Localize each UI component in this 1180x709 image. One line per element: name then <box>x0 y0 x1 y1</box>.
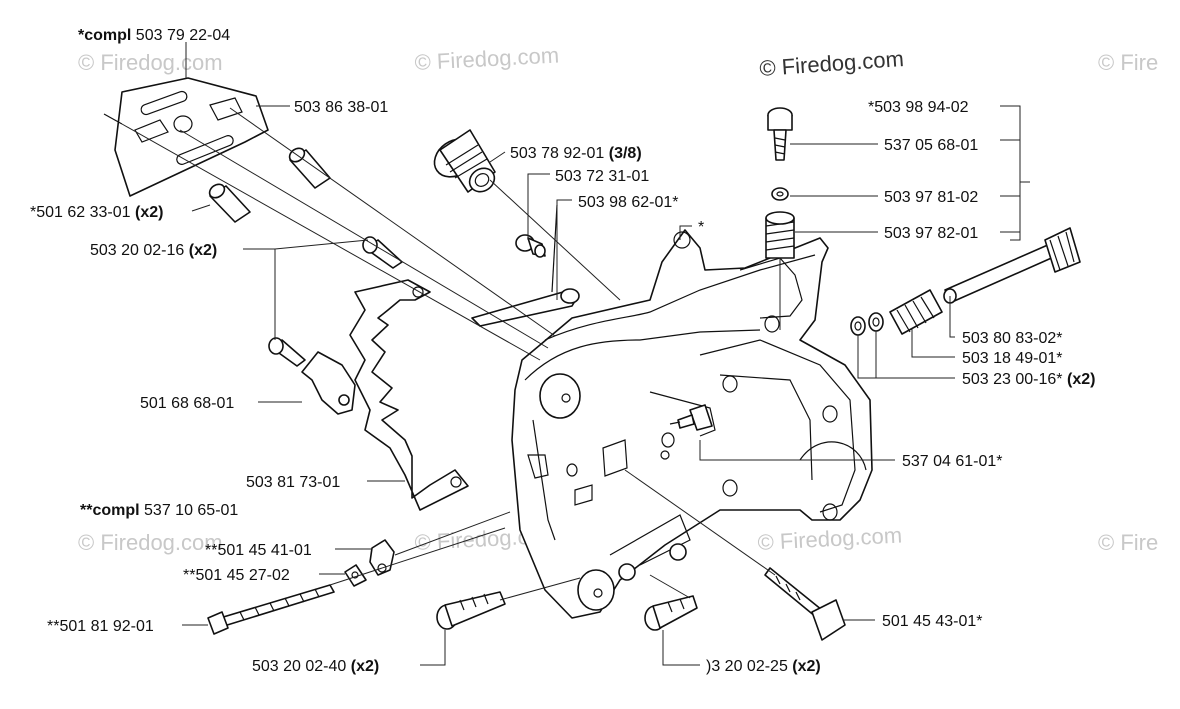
shaft-part <box>943 227 1081 304</box>
callout-labels: *compl 503 79 22-04 503 86 38-01 *501 62… <box>30 27 1095 675</box>
callout-spacer: *501 62 33-01 (x2) <box>30 204 163 221</box>
watermark-faint: © Firedog.com <box>78 50 223 75</box>
screw-part <box>268 236 403 367</box>
watermark-faint: © Firedog.com <box>757 522 903 555</box>
washer-part <box>850 312 884 336</box>
lever-part <box>471 204 580 327</box>
callout-adjuster: 537 04 61-01* <box>902 453 1003 470</box>
tensioner-part <box>207 539 395 635</box>
watermark-faint: © Firedog.com <box>78 530 223 555</box>
callout-screw-16: 503 20 02-16 (x2) <box>90 242 217 259</box>
callout-lever: 503 98 62-01* <box>578 194 679 211</box>
callout-bracket: 501 68 68-01 <box>140 395 234 412</box>
bracket-part <box>301 351 356 415</box>
callout-bolt: 501 45 43-01* <box>882 613 983 630</box>
callout-plate: 503 86 38-01 <box>294 99 388 116</box>
bushing-part <box>433 129 496 193</box>
watermark-faint: © Fire <box>1098 530 1158 555</box>
callout-oil-spring: 503 97 82-01 <box>884 225 978 242</box>
callout-spring: 503 18 49-01* <box>962 350 1063 367</box>
callout-screw-40: 503 20 02-40 (x2) <box>252 658 379 675</box>
callout-bushing: 503 78 92-01 (3/8) <box>510 145 642 162</box>
bottom-screw-part <box>436 591 698 631</box>
oil-screw-part <box>765 107 795 330</box>
callout-tensioner-screw: **501 81 92-01 <box>47 618 154 635</box>
watermark-main: © Firedog.com <box>759 46 905 81</box>
callout-screw-25: )3 20 02-25 (x2) <box>706 658 821 675</box>
callout-compl-2: **compl 537 10 65-01 <box>80 502 238 519</box>
callout-shaft: 503 80 83-02* <box>962 330 1063 347</box>
watermark-faint: © Fire <box>1098 50 1158 75</box>
leader-lines <box>121 42 1030 666</box>
callout-pin: 503 72 31-01 <box>555 168 649 185</box>
callout-compl-main: *compl 503 79 22-04 <box>78 27 230 44</box>
adjuster-part <box>669 404 713 431</box>
pin-part <box>515 234 546 258</box>
callout-tensioner-nut: **501 45 27-02 <box>183 567 290 584</box>
bolt-part <box>764 567 846 641</box>
watermark-faint: © Firedog.com <box>414 42 560 75</box>
callout-tensioner-pin: **501 45 41-01 <box>205 542 312 559</box>
bar-plate-part <box>103 77 269 197</box>
spring-part <box>889 289 943 335</box>
callout-oil-screw: 537 05 68-01 <box>884 137 978 154</box>
callout-washers: 503 23 00-16* (x2) <box>962 371 1095 388</box>
guide-plate-part <box>349 279 469 511</box>
callout-guide-plate: 503 81 73-01 <box>246 474 340 491</box>
callout-oil-washer: 503 97 81-02 <box>884 189 978 206</box>
callout-star: * <box>698 219 704 236</box>
callout-oil-kit: *503 98 94-02 <box>868 99 969 116</box>
